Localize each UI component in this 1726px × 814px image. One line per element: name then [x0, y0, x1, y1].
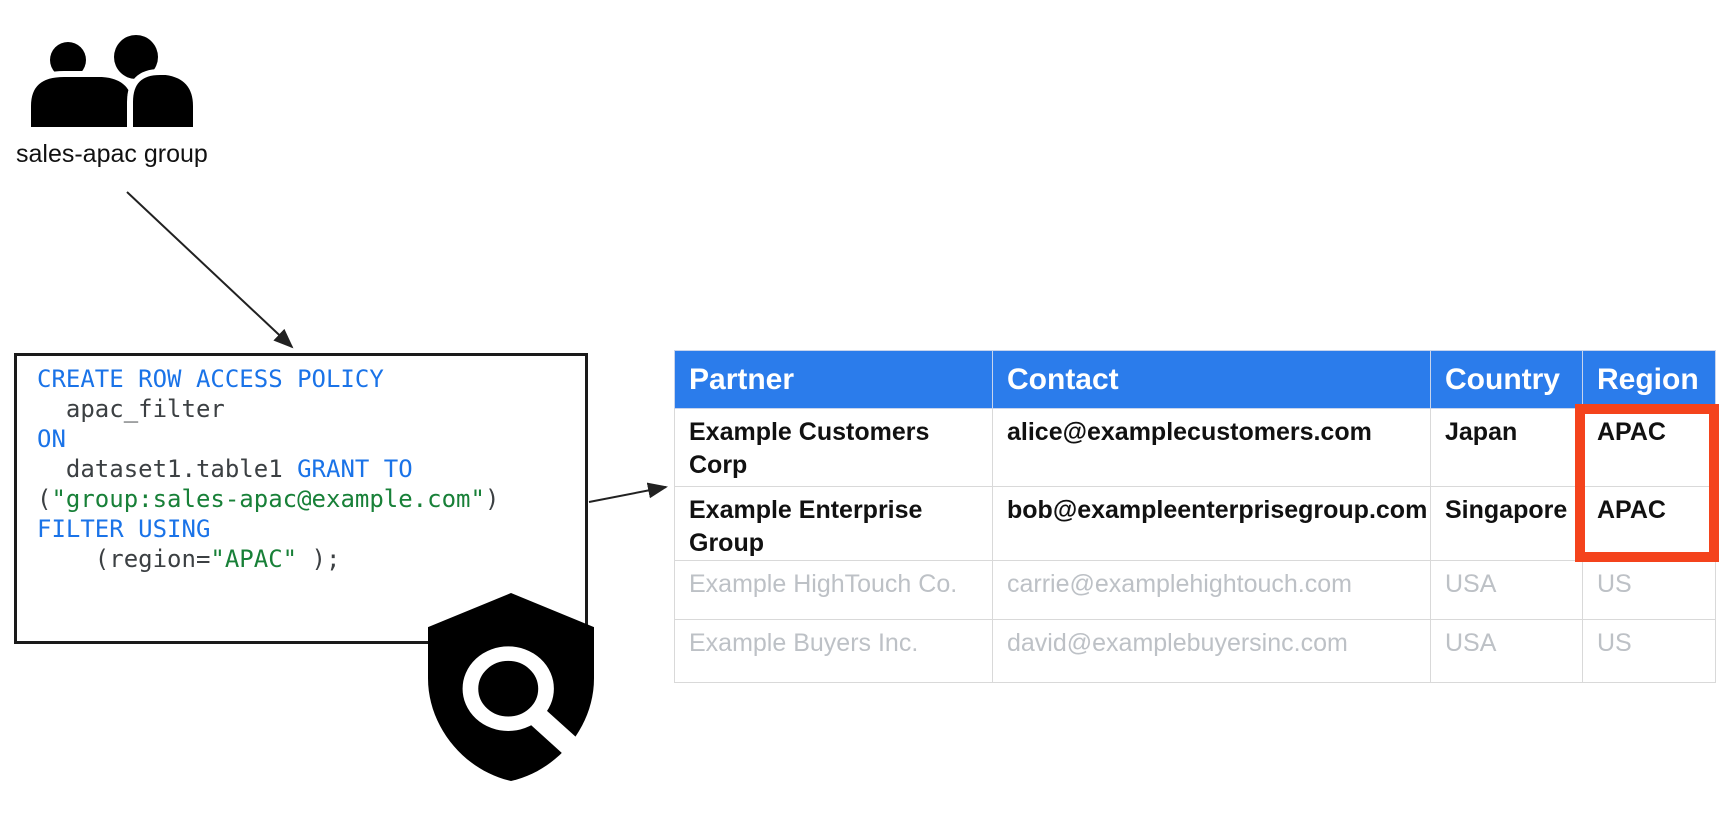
cell-country: Singapore [1430, 486, 1583, 561]
code-token: ON [37, 425, 66, 453]
code-token: GRANT TO [297, 455, 413, 483]
code-token: dataset1.table1 [37, 455, 298, 483]
code-token: ); [297, 545, 341, 573]
table-row: Example Enterprise Group bob@exampleente… [674, 486, 1716, 561]
group-icon [25, 35, 199, 133]
cell-country: USA [1430, 619, 1583, 683]
code-line: FILTER USING [37, 514, 581, 544]
cell-contact: carrie@examplehightouch.com [992, 560, 1431, 620]
column-header-region: Region [1582, 350, 1716, 409]
table-header-row: Partner Contact Country Region [674, 350, 1716, 409]
group-label: sales-apac group [16, 140, 208, 168]
region-highlight-box [1575, 404, 1719, 562]
code-token: "group:sales-apac@example.com" [51, 485, 485, 513]
cell-partner: Example HighTouch Co. [674, 560, 993, 620]
column-header-partner: Partner [674, 350, 993, 409]
code-token: "APAC" [210, 545, 298, 573]
cell-region: APAC [1582, 486, 1716, 561]
cell-region: APAC [1582, 408, 1716, 487]
code-line: dataset1.table1 GRANT TO [37, 454, 581, 484]
table-row: Example Buyers Inc. david@examplebuyersi… [674, 619, 1716, 683]
table-row: Example HighTouch Co. carrie@examplehigh… [674, 560, 1716, 620]
code-line: apac_filter [37, 394, 581, 424]
shield-magnifier-icon [428, 593, 594, 781]
code-token: ( [37, 485, 52, 513]
arrow-policy-to-table [588, 482, 668, 503]
cell-region: US [1582, 560, 1716, 620]
code-line: ("group:sales-apac@example.com") [37, 484, 581, 514]
code-line: (region="APAC" ); [37, 544, 581, 574]
code-line: ON [37, 424, 581, 454]
column-header-contact: Contact [992, 350, 1431, 409]
cell-country: Japan [1430, 408, 1583, 487]
cell-region: US [1582, 619, 1716, 683]
code-token: FILTER USING [37, 515, 211, 543]
partner-table: Partner Contact Country Region Example C… [674, 350, 1716, 683]
cell-contact: david@examplebuyersinc.com [992, 619, 1431, 683]
table-row: Example Customers Corp alice@examplecust… [674, 408, 1716, 487]
cell-partner: Example Customers Corp [674, 408, 993, 487]
code-token: apac_filter [37, 395, 225, 423]
cell-contact: bob@exampleenterprisegroup.com [992, 486, 1431, 561]
cell-country: USA [1430, 560, 1583, 620]
column-header-country: Country [1430, 350, 1583, 409]
code-token: CREATE ROW ACCESS POLICY [37, 365, 384, 393]
code-line: CREATE ROW ACCESS POLICY [37, 364, 581, 394]
arrow-group-to-policy [126, 191, 294, 349]
code-token: ) [484, 485, 500, 513]
cell-partner: Example Buyers Inc. [674, 619, 993, 683]
code-token: (region= [37, 545, 211, 573]
cell-contact: alice@examplecustomers.com [992, 408, 1431, 487]
cell-partner: Example Enterprise Group [674, 486, 993, 561]
